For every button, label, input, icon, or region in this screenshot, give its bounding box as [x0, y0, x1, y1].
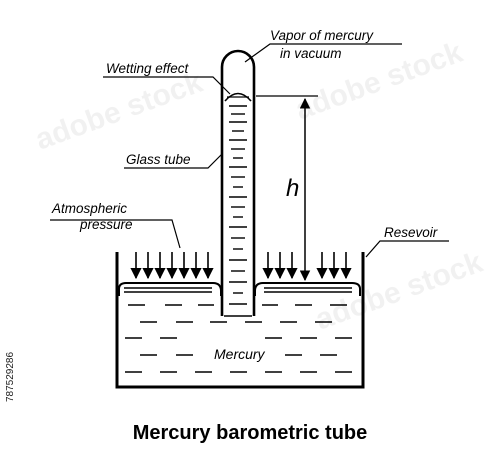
leader-lines: [50, 43, 449, 258]
glass-tube-label: Glass tube: [126, 152, 191, 167]
svg-text:adobe stock: adobe stock: [31, 66, 207, 157]
svg-text:adobe stock: adobe stock: [311, 246, 487, 337]
reservoir-vessel: [115, 252, 365, 389]
atmospheric-label-line1: Atmospheric: [51, 201, 127, 216]
tube-mercury-column: [224, 92, 252, 305]
wetting-effect-label: Wetting effect: [106, 61, 190, 76]
glass-tube: [220, 49, 256, 316]
mercury-label: Mercury: [214, 346, 266, 362]
vapor-label-line2: in vacuum: [280, 46, 342, 61]
height-label: h: [286, 175, 299, 202]
tube-meniscus: [224, 92, 252, 102]
meniscus-lines: [124, 287, 352, 293]
reservoir-mercury-fill: [125, 304, 352, 373]
reservoir-label: Resevoir: [384, 225, 438, 240]
pressure-arrows-left: [130, 252, 214, 280]
vapor-label-line1: Vapor of mercury: [270, 28, 374, 43]
stock-id: 787529286: [5, 352, 16, 402]
atmospheric-label-line2: pressure: [79, 217, 133, 232]
mercury-surface-left: [118, 282, 222, 296]
watermark: adobe stock adobe stock adobe stock: [31, 36, 487, 337]
pressure-arrows-right: [262, 252, 352, 280]
diagram-title: Mercury barometric tube: [133, 422, 368, 444]
mercury-surface-right: [254, 282, 361, 296]
